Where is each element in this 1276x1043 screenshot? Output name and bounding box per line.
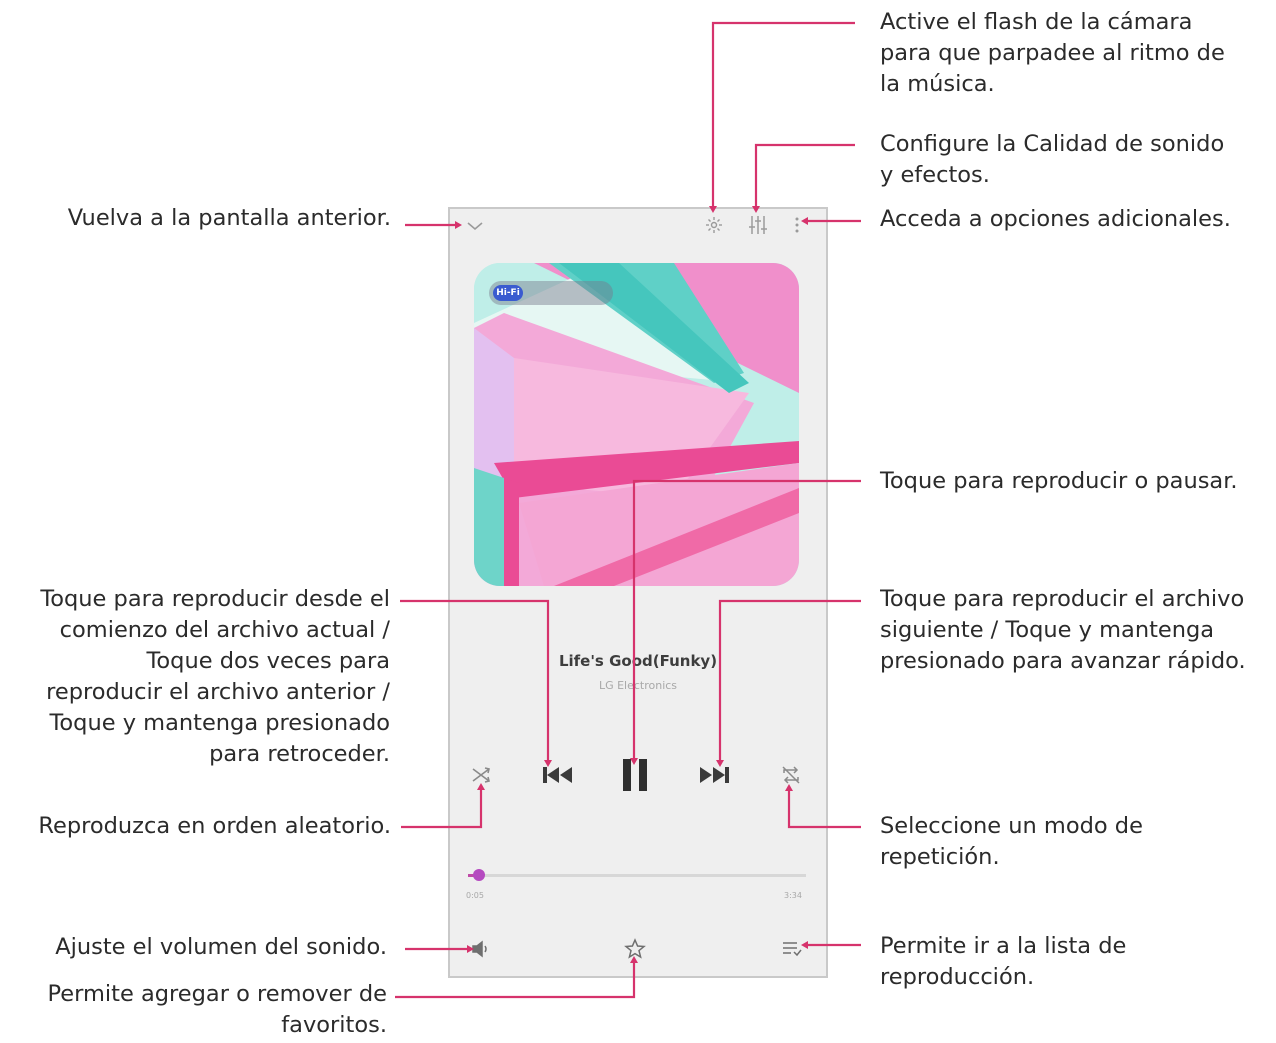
annotation-line: Toque para reproducir desde el (40, 586, 390, 612)
annotation-line: Active el flash de la cámara (880, 9, 1193, 35)
annotation-repeat: Seleccione un modo de repetición. (880, 811, 1143, 873)
hifi-badge: Hi-Fi (489, 281, 613, 305)
annotation-line: Toque para reproducir el archivo (880, 586, 1245, 612)
song-artist: LG Electronics (598, 679, 678, 692)
annotation-line: Vuelva a la pantalla anterior. (67, 205, 391, 231)
shuffle-icon[interactable] (471, 766, 491, 788)
annotation-line: Permite agregar o remover de (47, 981, 387, 1007)
annotation-line: Seleccione un modo de (880, 813, 1143, 839)
annotation-shuffle: Reproduzca en orden aleatorio. (38, 811, 391, 842)
annotation-line: para que parpadee al ritmo de (880, 40, 1225, 66)
annotation-line: presionado para avanzar rápido. (880, 648, 1246, 674)
seek-thumb[interactable] (473, 869, 485, 881)
annotation-line: Permite ir a la lista de (880, 933, 1127, 959)
annotation-flash: Active el flash de la cámara para que pa… (880, 7, 1225, 100)
annotation-line: y efectos. (880, 162, 990, 188)
annotation-line: favoritos. (281, 1012, 387, 1038)
annotation-next: Toque para reproducir el archivo siguien… (880, 584, 1272, 677)
star-icon[interactable] (624, 938, 646, 964)
hifi-badge-label: Hi-Fi (493, 285, 523, 301)
annotation-playlist: Permite ir a la lista de reproducción. (880, 931, 1126, 993)
annotation-line: Configure la Calidad de sonido (880, 131, 1225, 157)
equalizer-icon[interactable] (748, 214, 768, 239)
song-title: Life's Good(Funky) (558, 652, 718, 670)
annotation-line: Toque para reproducir o pausar. (880, 468, 1238, 494)
annotation-favorite: Permite agregar o remover de favoritos. (48, 979, 387, 1041)
annotation-line: Acceda a opciones adicionales. (880, 206, 1231, 232)
more-options-icon[interactable] (794, 216, 800, 237)
chevron-down-icon[interactable] (466, 219, 484, 235)
repeat-icon[interactable] (780, 765, 802, 789)
flash-icon[interactable] (705, 216, 723, 237)
annotation-line: siguiente / Toque y mantenga (880, 617, 1215, 643)
next-icon[interactable] (698, 764, 730, 790)
annotation-line: Toque y mantenga presionado (49, 710, 390, 736)
annotation-line: la música. (880, 71, 995, 97)
time-elapsed: 0:05 (466, 891, 484, 900)
annotation-options: Acceda a opciones adicionales. (880, 204, 1231, 235)
annotation-line: comienzo del archivo actual / (59, 617, 390, 643)
annotation-sound: Configure la Calidad de sonido y efectos… (880, 129, 1224, 191)
annotation-line: para retroceder. (209, 741, 390, 767)
time-total: 3:34 (784, 891, 802, 900)
annotation-line: repetición. (880, 844, 1000, 870)
pause-icon[interactable] (621, 757, 649, 797)
annotation-back: Vuelva a la pantalla anterior. (68, 203, 391, 234)
annotation-line: reproducir el archivo anterior / (46, 679, 390, 705)
album-art (474, 263, 799, 586)
previous-icon[interactable] (542, 764, 574, 790)
volume-icon[interactable] (471, 940, 491, 962)
annotation-previous: Toque para reproducir desde el comienzo … (40, 584, 390, 770)
annotation-line: Toque dos veces para (146, 648, 390, 674)
annotation-play-pause: Toque para reproducir o pausar. (880, 466, 1238, 497)
annotation-volume: Ajuste el volumen del sonido. (55, 932, 387, 963)
annotation-line: Reproduzca en orden aleatorio. (38, 813, 391, 839)
annotation-line: Ajuste el volumen del sonido. (55, 934, 387, 960)
playlist-icon[interactable] (781, 940, 803, 962)
annotation-line: reproducción. (880, 964, 1035, 990)
